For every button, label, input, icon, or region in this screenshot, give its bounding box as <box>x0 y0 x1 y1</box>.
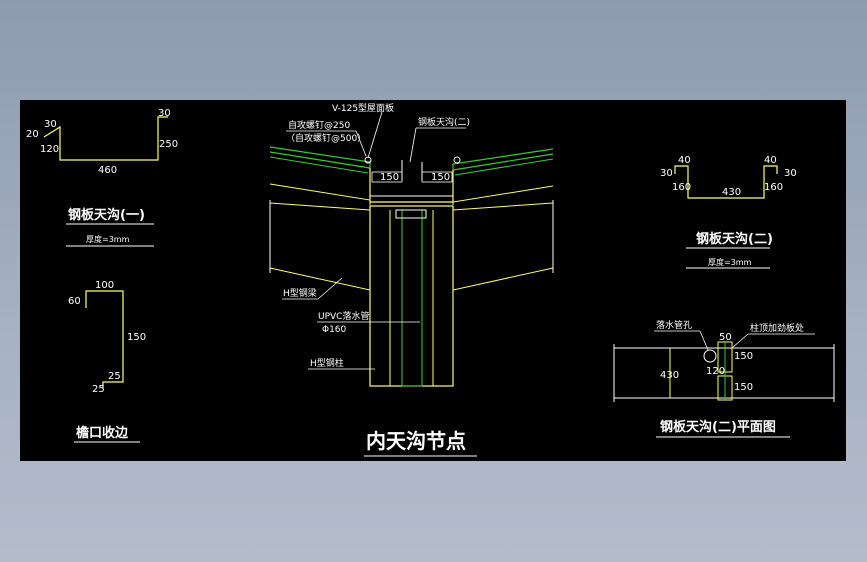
dim-label: 30 <box>660 168 673 179</box>
node-title: 内天沟节点 <box>366 429 466 453</box>
eave-trim-detail: 100 60 150 25 25 檐口收边 <box>68 280 146 443</box>
dim-label: 100 <box>95 280 114 291</box>
eave-trim-title: 檐口收边 <box>76 425 129 441</box>
gutter-2-title: 钢板天沟(二) <box>696 231 773 247</box>
dim-label: 40 <box>678 155 691 166</box>
gutter-label: 钢板天沟(二) <box>418 116 470 128</box>
dim-label: 60 <box>68 296 81 307</box>
dim-label: 150 <box>431 172 450 183</box>
h-steel-column <box>369 205 454 387</box>
column-label: H型钢柱 <box>310 357 344 369</box>
dim-label: 150 <box>127 332 146 343</box>
purlin-right <box>452 185 554 205</box>
dim-label: 160 <box>764 182 783 193</box>
dim-label: 250 <box>159 139 178 150</box>
beam-right-bottom <box>452 267 554 300</box>
downpipe-hole-label: 落水管孔 <box>656 319 692 331</box>
gutter-2-plan: 430 50 150 120 150 落水管孔 柱顶加劲板处 钢板天沟(二)平面… <box>613 319 835 438</box>
dim-label: 25 <box>108 371 121 382</box>
cad-drawing-canvas: 30 20 120 30 250 460 钢板天沟(一) 厚度=3mm 100 … <box>20 100 846 461</box>
roof-panel-left-lower <box>269 156 369 174</box>
inner-gutter-node-detail: 150 150 V-125型屋面板 自攻螺钉@250 （自攻螺钉@500） 钢板… <box>269 102 554 457</box>
roof-panel-right <box>452 148 554 171</box>
screw-label-alt: （自攻螺钉@500） <box>286 132 366 144</box>
beam-label: H型钢梁 <box>283 287 317 299</box>
dim-label: 30 <box>44 119 57 130</box>
roof-panel-label: V-125型屋面板 <box>332 102 394 114</box>
screw-right <box>453 156 461 164</box>
pipe-diameter-label: Φ160 <box>322 325 347 335</box>
dim-label: 25 <box>92 384 105 395</box>
dim-label: 30 <box>784 168 797 179</box>
roof-panel-left <box>269 146 371 169</box>
gutter-1-thickness: 厚度=3mm <box>86 234 130 244</box>
dim-label: 430 <box>722 187 741 198</box>
dim-label: 20 <box>26 129 39 140</box>
gutter-1-title: 钢板天沟(一) <box>68 207 145 223</box>
dim-label: 50 <box>719 332 732 343</box>
pipe-label: UPVC落水管 <box>318 310 369 322</box>
screw-label: 自攻螺钉@250 <box>288 119 350 131</box>
gutter-body <box>369 168 454 203</box>
downpipe-hole <box>703 349 717 363</box>
dim-label: 430 <box>660 370 679 381</box>
dim-label: 30 <box>158 108 171 119</box>
dim-label: 150 <box>734 351 753 362</box>
gutter-2-detail: 40 40 30 30 160 160 430 钢板天沟(二) 厚度=3mm <box>660 155 797 269</box>
plan-title: 钢板天沟(二)平面图 <box>660 419 776 435</box>
gutter-1-detail: 30 20 120 30 250 460 钢板天沟(一) 厚度=3mm <box>26 108 178 247</box>
stiffener-label: 柱顶加劲板处 <box>750 322 804 334</box>
dim-label: 150 <box>734 382 753 393</box>
upvc-downpipe <box>401 209 423 387</box>
dim-label: 150 <box>380 172 399 183</box>
gutter-2-thickness: 厚度=3mm <box>708 257 752 267</box>
gutter-2-profile <box>674 165 778 199</box>
purlin-left <box>269 183 371 205</box>
dim-label: 460 <box>98 165 117 176</box>
dim-label: 120 <box>706 366 725 377</box>
eave-trim-profile <box>85 290 124 388</box>
dim-label: 40 <box>764 155 777 166</box>
drawing-svg: 30 20 120 30 250 460 钢板天沟(一) 厚度=3mm 100 … <box>26 102 835 457</box>
dim-label: 160 <box>672 182 691 193</box>
dim-label: 120 <box>40 144 59 155</box>
roof-panel-right-lower <box>454 158 554 176</box>
gutter-1-profile <box>43 116 168 161</box>
